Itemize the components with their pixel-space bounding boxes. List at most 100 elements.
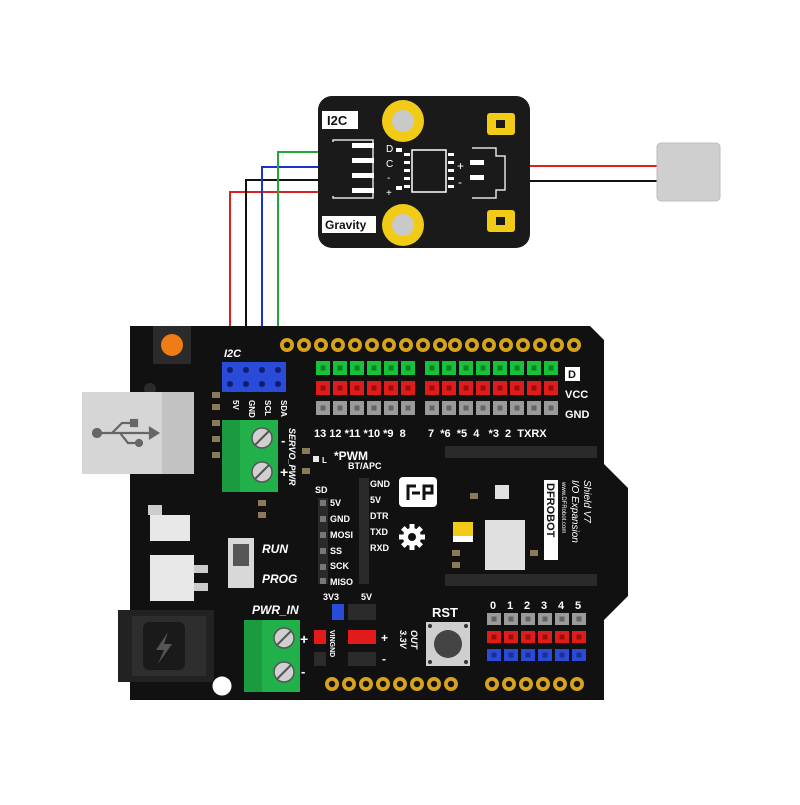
pwm-label: *PWM — [334, 449, 368, 463]
analog-0: 0 — [490, 600, 496, 612]
sensor-module: I2C Gravity D C - + + — [318, 96, 530, 248]
analog-pin — [538, 649, 552, 661]
digital-pin — [527, 401, 541, 415]
gold-pin-hole — [573, 680, 581, 688]
voltage-selector-jumper[interactable] — [332, 604, 376, 620]
module-pin-minus: - — [387, 173, 390, 184]
digital-pin-center — [354, 365, 360, 371]
digital-pin-center — [405, 405, 411, 411]
smd-resistor — [212, 392, 220, 398]
digital-pin-center — [405, 385, 411, 391]
digital-pin-center — [337, 385, 343, 391]
digital-pin-center — [463, 405, 469, 411]
analog-pin — [521, 649, 535, 661]
brand-title: I/O Expansion — [569, 480, 580, 543]
gold-pin-hole — [505, 680, 513, 688]
digital-pin — [367, 361, 381, 375]
module-minus-label: - — [458, 175, 462, 189]
analog-pin-center — [559, 616, 565, 622]
digital-pin — [425, 401, 439, 415]
gold-pin-hole — [413, 680, 421, 688]
digital-pin-center — [480, 405, 486, 411]
run-prog-switch[interactable] — [228, 538, 254, 588]
sel-5v-label: 5V — [361, 592, 372, 602]
digital-pin — [367, 381, 381, 395]
digital-pin-center — [446, 405, 452, 411]
gold-pin-hole — [522, 680, 530, 688]
servo-minus-label: - — [281, 433, 285, 448]
digital-pin-center — [514, 405, 520, 411]
digital-pin-headers[interactable] — [316, 361, 558, 415]
digital-pin — [442, 381, 456, 395]
shield-i2c-header[interactable] — [222, 362, 286, 392]
digital-pin — [350, 381, 364, 395]
digital-pin-center — [531, 405, 537, 411]
digital-pin-center — [354, 385, 360, 391]
analog-pin-center — [491, 634, 497, 640]
brand-text: DFROBOT — [544, 483, 556, 538]
digital-pin-center — [514, 365, 520, 371]
shield-i2c-pin-sda: SDA — [279, 400, 288, 417]
digital-pin-center — [548, 405, 554, 411]
usb-icon — [91, 418, 161, 448]
digital-pin — [401, 381, 415, 395]
gold-pin-hole — [556, 680, 564, 688]
digital-pin-center — [337, 365, 343, 371]
digital-pin-center — [429, 365, 435, 371]
digital-pin — [316, 361, 330, 375]
digital-pin-center — [371, 385, 377, 391]
analog-pin-center — [508, 616, 514, 622]
smd-resistor — [212, 436, 220, 442]
reset-button[interactable] — [426, 622, 470, 666]
digital-pin — [493, 401, 507, 415]
servo-plus-label: + — [280, 464, 288, 480]
digital-pin — [544, 401, 558, 415]
analog-pin — [487, 631, 501, 643]
digital-pin — [350, 401, 364, 415]
digital-pin — [350, 361, 364, 375]
digital-pin — [384, 361, 398, 375]
analog-pin — [504, 613, 518, 625]
analog-pin-headers[interactable] — [487, 613, 586, 661]
digital-pin — [333, 381, 347, 395]
analog-pin-center — [525, 652, 531, 658]
digital-pin — [544, 361, 558, 375]
analog-5: 5 — [575, 600, 581, 612]
digital-pin — [316, 381, 330, 395]
run-label: RUN — [262, 542, 288, 556]
analog-4: 4 — [558, 600, 565, 612]
module-plus-label: + — [457, 159, 464, 173]
digital-pin-center — [497, 405, 503, 411]
analog-pin — [538, 631, 552, 643]
analog-pin — [572, 649, 586, 661]
bt-pin-gnd: GND — [370, 479, 391, 489]
brand-sub: www.DFRobot.com — [560, 481, 566, 533]
gold-pin-hole — [396, 680, 404, 688]
lightning-icon — [156, 632, 172, 664]
pwr-in-terminal[interactable] — [244, 620, 300, 692]
gold-pin-hole — [570, 341, 578, 349]
digital-pin-center — [429, 405, 435, 411]
gold-pin-hole — [447, 680, 455, 688]
digital-pin — [544, 381, 558, 395]
digital-pin-center — [548, 365, 554, 371]
analog-pin-center — [559, 634, 565, 640]
servo-power-terminal[interactable] — [222, 420, 278, 492]
wires — [229, 151, 658, 342]
digital-pin-center — [497, 365, 503, 371]
digital-pin-center — [371, 405, 377, 411]
analog-pin — [572, 631, 586, 643]
digital-pin — [510, 381, 524, 395]
gold-pin-hole — [539, 680, 547, 688]
analog-pin-center — [508, 652, 514, 658]
digital-pin — [425, 361, 439, 375]
gold-pin-hole — [436, 341, 444, 349]
usb-port — [82, 392, 194, 474]
gold-pin-hole — [519, 341, 527, 349]
pwr-minus-label: - — [301, 664, 305, 679]
analog-pin — [487, 649, 501, 661]
output-3v3-header[interactable] — [348, 630, 376, 666]
analog-pin — [521, 631, 535, 643]
analog-pin — [521, 613, 535, 625]
